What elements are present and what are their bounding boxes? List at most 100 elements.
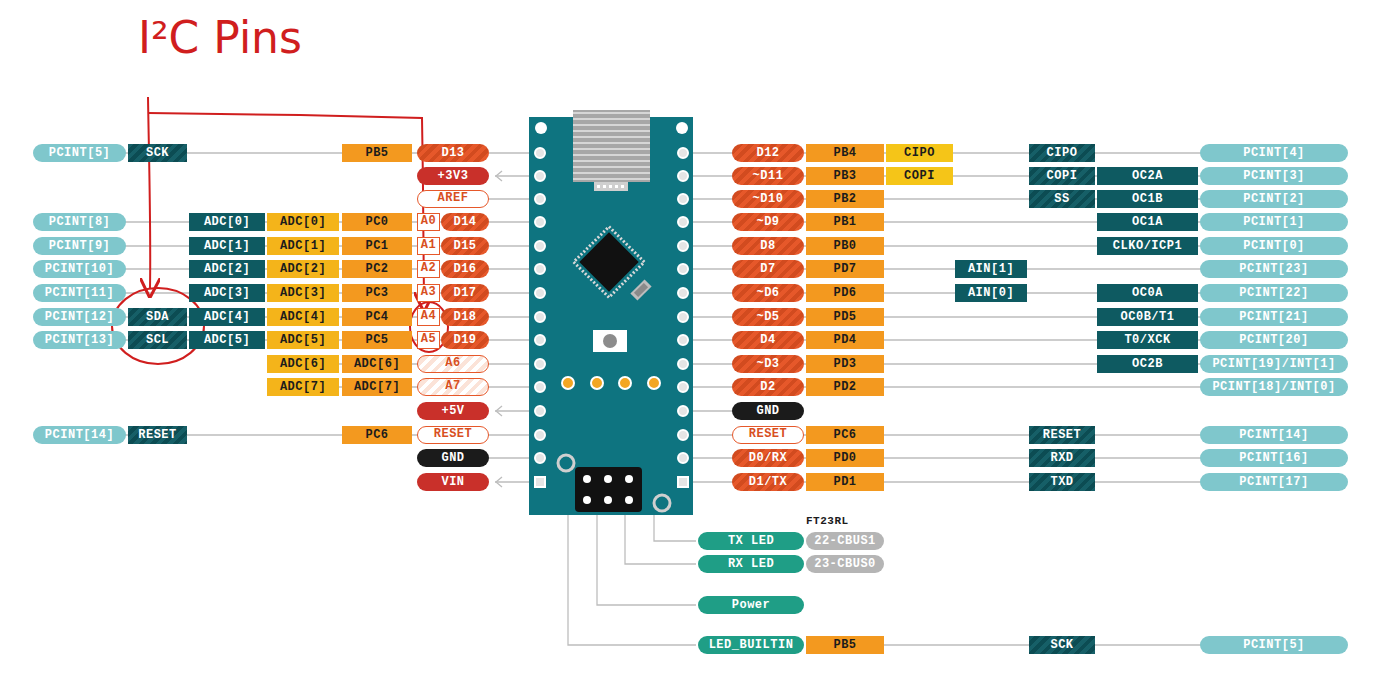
port-label: ADC[7]: [342, 378, 412, 396]
function-label: COPI: [1029, 167, 1095, 185]
analog-pin-label: A4: [417, 308, 440, 326]
port-label: PC3: [342, 284, 412, 302]
digital-pin-label: D2: [732, 378, 804, 396]
port-label: PB1: [806, 213, 884, 231]
analog-pin-label: A3: [417, 284, 440, 302]
analog-pin-label: A6: [417, 355, 489, 373]
function-label: OC0A: [1097, 284, 1198, 302]
adc-label: ADC[0]: [267, 213, 339, 231]
pcint-label: PCINT[12]: [33, 308, 126, 326]
port-label: PD0: [806, 449, 884, 467]
pcint-label: PCINT[19]/INT[1]: [1200, 355, 1348, 373]
led-label: LED_BUILTIN: [698, 636, 804, 654]
function-label: SCK: [1029, 636, 1095, 654]
digital-pin-label: D0/RX: [732, 449, 804, 467]
pin-label: RESET: [732, 426, 804, 444]
digital-pin-label: D16: [441, 260, 489, 278]
adc-label: ADC[6]: [267, 355, 339, 373]
adc-label: ADC[2]: [267, 260, 339, 278]
pcint-label: PCINT[9]: [33, 237, 126, 255]
function-label: ADC[2]: [189, 260, 265, 278]
digital-pin-label: ~D3: [732, 355, 804, 373]
chip-pin-label: 23-CBUS0: [806, 555, 884, 573]
function-label: ADC[0]: [189, 213, 265, 231]
port-label: PD4: [806, 331, 884, 349]
i2c-annotation: [112, 97, 448, 364]
adc-label: ADC[1]: [267, 237, 339, 255]
pcint-label: PCINT[13]: [33, 331, 126, 349]
function-label: OC1B: [1097, 190, 1198, 208]
function-label: ADC[4]: [189, 308, 265, 326]
chip-name: FT23RL: [806, 512, 884, 530]
port-label: ADC[6]: [342, 355, 412, 373]
port-label: PD1: [806, 473, 884, 491]
ground-label: GND: [732, 402, 804, 420]
port-label: PC4: [342, 308, 412, 326]
adc-label: ADC[3]: [267, 284, 339, 302]
digital-pin-label: ~D9: [732, 213, 804, 231]
function-label: SCK: [128, 144, 187, 162]
pin-label: AREF: [417, 190, 489, 208]
pcint-label: PCINT[3]: [1200, 167, 1348, 185]
spi-label: CIPO: [886, 144, 953, 162]
pcint-label: PCINT[4]: [1200, 144, 1348, 162]
spi-label: COPI: [886, 167, 953, 185]
port-label: PB3: [806, 167, 884, 185]
pcint-label: PCINT[2]: [1200, 190, 1348, 208]
function-label: AIN[1]: [955, 260, 1027, 278]
function-label: RXD: [1029, 449, 1095, 467]
digital-pin-label: D4: [732, 331, 804, 349]
led-label: TX LED: [698, 532, 804, 550]
function-label: ADC[1]: [189, 237, 265, 255]
digital-pin-label: ~D6: [732, 284, 804, 302]
port-label: PC5: [342, 331, 412, 349]
port-label: PD3: [806, 355, 884, 373]
function-label: T0/XCK: [1097, 331, 1198, 349]
digital-pin-label: D13: [417, 144, 489, 162]
digital-pin-label: D8: [732, 237, 804, 255]
led-label: Power: [698, 596, 804, 614]
pcint-label: PCINT[14]: [33, 426, 126, 444]
pcint-label: PCINT[16]: [1200, 449, 1348, 467]
function-label: ADC[3]: [189, 284, 265, 302]
port-label: PB4: [806, 144, 884, 162]
analog-pin-label: A1: [417, 237, 440, 255]
port-label: PC6: [806, 426, 884, 444]
function-label: RESET: [128, 426, 187, 444]
port-label: PD5: [806, 308, 884, 326]
pcint-label: PCINT[22]: [1200, 284, 1348, 302]
power-label: +5V: [417, 402, 489, 420]
function-label: OC1A: [1097, 213, 1198, 231]
pcint-label: PCINT[14]: [1200, 426, 1348, 444]
pcint-label: PCINT[17]: [1200, 473, 1348, 491]
port-label: PD7: [806, 260, 884, 278]
function-label: OC0B/T1: [1097, 308, 1198, 326]
pcint-label: PCINT[1]: [1200, 213, 1348, 231]
chip-pin-label: 22-CBUS1: [806, 532, 884, 550]
adc-label: ADC[5]: [267, 331, 339, 349]
pcint-label: PCINT[8]: [33, 213, 126, 231]
pcint-label: PCINT[11]: [33, 284, 126, 302]
port-label: PB5: [342, 144, 412, 162]
function-label: RESET: [1029, 426, 1095, 444]
port-label: PB5: [806, 636, 884, 654]
digital-pin-label: D19: [441, 331, 489, 349]
pcint-label: PCINT[21]: [1200, 308, 1348, 326]
analog-pin-label: A7: [417, 378, 489, 396]
led-label: RX LED: [698, 555, 804, 573]
digital-pin-label: D14: [441, 213, 489, 231]
pcint-label: PCINT[18]/INT[0]: [1200, 378, 1348, 396]
digital-pin-label: ~D5: [732, 308, 804, 326]
port-label: PC1: [342, 237, 412, 255]
function-label: OC2A: [1097, 167, 1198, 185]
function-label: SDA: [128, 308, 187, 326]
digital-pin-label: D15: [441, 237, 489, 255]
port-label: PC2: [342, 260, 412, 278]
analog-pin-label: A0: [417, 213, 440, 231]
pin-label: RESET: [417, 426, 489, 444]
digital-pin-label: ~D11: [732, 167, 804, 185]
annotation-title: I²C Pins: [138, 12, 302, 63]
function-label: SS: [1029, 190, 1095, 208]
